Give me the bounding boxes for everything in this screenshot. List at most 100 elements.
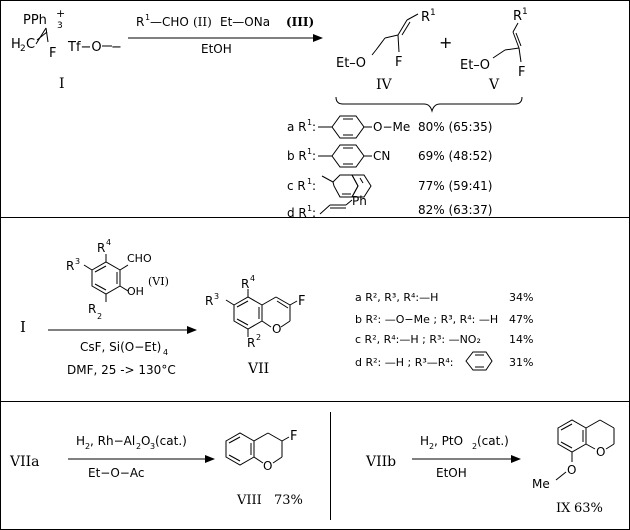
label-V: V (488, 77, 500, 93)
svg-text:F: F (49, 46, 56, 61)
svg-text::: : (312, 206, 316, 220)
svg-text:O−Me: O−Me (373, 120, 410, 134)
compound-VI: R 4 R 3 CHO OH R 2 (VI) (66, 238, 169, 321)
svg-text:1: 1 (307, 177, 312, 186)
svg-text:3: 3 (214, 292, 219, 301)
label-IV: IV (376, 77, 393, 93)
yield-d: 82% (63:37) (418, 203, 492, 217)
svg-text:(III): (III) (286, 15, 314, 29)
svg-text:R: R (513, 9, 522, 24)
yield-vii-d: 31% (509, 356, 533, 369)
svg-text:d R²: —H ; R³—R⁴:: d R²: —H ; R³—R⁴: (355, 356, 454, 369)
svg-text:H: H (11, 37, 21, 52)
svg-text:2: 2 (136, 442, 141, 451)
svg-text:O: O (596, 445, 605, 459)
yield-IX: 63% (574, 501, 603, 516)
svg-text:2: 2 (472, 442, 477, 451)
label-I-2: I (20, 318, 26, 336)
svg-text::: : (312, 179, 316, 193)
svg-text:+: + (56, 7, 65, 20)
yield-vii-a: 34% (509, 291, 533, 304)
svg-text:, PtO: , PtO (434, 434, 463, 448)
svg-text:−: − (111, 40, 122, 55)
compound-I: PPh 3 + H 2 C F Tf−O − I (11, 7, 122, 92)
svg-text::: : (312, 149, 316, 163)
svg-text:O: O (141, 434, 150, 448)
svg-text:F: F (290, 429, 297, 444)
svg-text:CN: CN (373, 149, 390, 163)
compound-V: R 1 F Et–O V (460, 7, 528, 93)
svg-text:R: R (66, 259, 74, 273)
compound-IV: R 1 F Et–O + IV (336, 8, 452, 93)
svg-text:Et–O: Et–O (460, 58, 490, 73)
svg-text:DMF, 25 -> 130°C: DMF, 25 -> 130°C (67, 363, 176, 377)
label-VIIb: VIIb (365, 454, 396, 470)
yield-vii-b: 47% (509, 313, 533, 326)
yield-b: 69% (48:52) (418, 149, 492, 163)
svg-text:1: 1 (307, 204, 312, 213)
label-VIIa: VIIa (9, 454, 40, 470)
label-VIII: VIII (236, 493, 262, 508)
svg-text:O: O (567, 463, 576, 477)
svg-text:2: 2 (429, 442, 434, 451)
svg-text:3: 3 (75, 257, 80, 266)
svg-text::: : (312, 120, 316, 134)
svg-text:1: 1 (307, 147, 312, 156)
yield-c: 77% (59:41) (418, 179, 492, 193)
compound-VII: O F R 4 R 3 R 2 VII (205, 274, 305, 377)
compound-IX: O O Me IX 63% (532, 419, 615, 516)
svg-text:(cat.): (cat.) (477, 434, 509, 448)
svg-text:C: C (26, 37, 35, 52)
svg-text:Ph: Ph (352, 194, 367, 208)
svg-text:OH: OH (127, 285, 144, 298)
svg-text:Et—ONa: Et—ONa (220, 15, 270, 29)
arrow-4: H 2 , PtO 2 (cat.) EtOH (412, 434, 521, 480)
benzo-ring-icon (465, 351, 493, 371)
svg-text:4: 4 (106, 238, 111, 247)
svg-text:1: 1 (430, 8, 436, 18)
svg-text:2: 2 (85, 442, 90, 451)
svg-text:(VI): (VI) (148, 275, 169, 288)
svg-text:O: O (272, 322, 281, 336)
svg-text:c R: c R (287, 179, 306, 193)
svg-text:4: 4 (250, 274, 255, 283)
svg-text:H: H (420, 434, 429, 448)
svg-text:3: 3 (57, 21, 63, 31)
svg-text:4: 4 (163, 348, 168, 357)
arrow-3: H 2 , Rh−Al 2 O 3 (cat.) Et−O−Ac (68, 434, 215, 480)
label-VII: VII (247, 361, 269, 377)
svg-text:d R: d R (287, 206, 307, 220)
yield-a: 80% (65:35) (418, 120, 492, 134)
yield-VIII: 73% (274, 493, 303, 508)
svg-text:EtOH: EtOH (436, 466, 467, 480)
svg-text:F: F (298, 294, 305, 309)
svg-text:R: R (205, 294, 213, 308)
r1-substituents: a R 1 : O−Me 80% (65:35) b R 1 : CN 69% … (287, 115, 492, 220)
svg-text:Et−O−Ac: Et−O−Ac (88, 466, 144, 480)
svg-text:1: 1 (522, 7, 528, 17)
brace (335, 96, 523, 113)
svg-text:CsF, Si(O−Et): CsF, Si(O−Et) (80, 340, 161, 354)
svg-text:(cat.): (cat.) (155, 434, 187, 448)
svg-text:1: 1 (145, 13, 150, 22)
yield-vii-c: 14% (509, 333, 533, 346)
svg-text:F: F (518, 65, 525, 80)
svg-text:, Rh−Al: , Rh−Al (90, 434, 135, 448)
svg-text:b R²: —O−Me ; R³, R⁴: —H: b R²: —O−Me ; R³, R⁴: —H (355, 313, 498, 326)
svg-text:c R², R⁴:—H ; R³: —NO₂: c R², R⁴:—H ; R³: —NO₂ (355, 333, 481, 346)
label-IX: IX (556, 501, 571, 516)
vii-substituents: a R², R³, R⁴:—H 34% b R²: —O−Me ; R³, R⁴… (355, 291, 533, 371)
svg-text:b R: b R (287, 149, 307, 163)
svg-text:O: O (263, 459, 272, 473)
svg-text:3: 3 (150, 442, 155, 451)
svg-text:R: R (136, 15, 144, 29)
svg-text:R: R (88, 302, 96, 316)
svg-text:EtOH: EtOH (201, 42, 232, 56)
svg-text:2: 2 (97, 312, 102, 321)
svg-text:1: 1 (307, 118, 312, 127)
svg-text:CHO: CHO (127, 252, 152, 265)
svg-text:R: R (421, 10, 430, 25)
svg-text:H: H (76, 434, 85, 448)
